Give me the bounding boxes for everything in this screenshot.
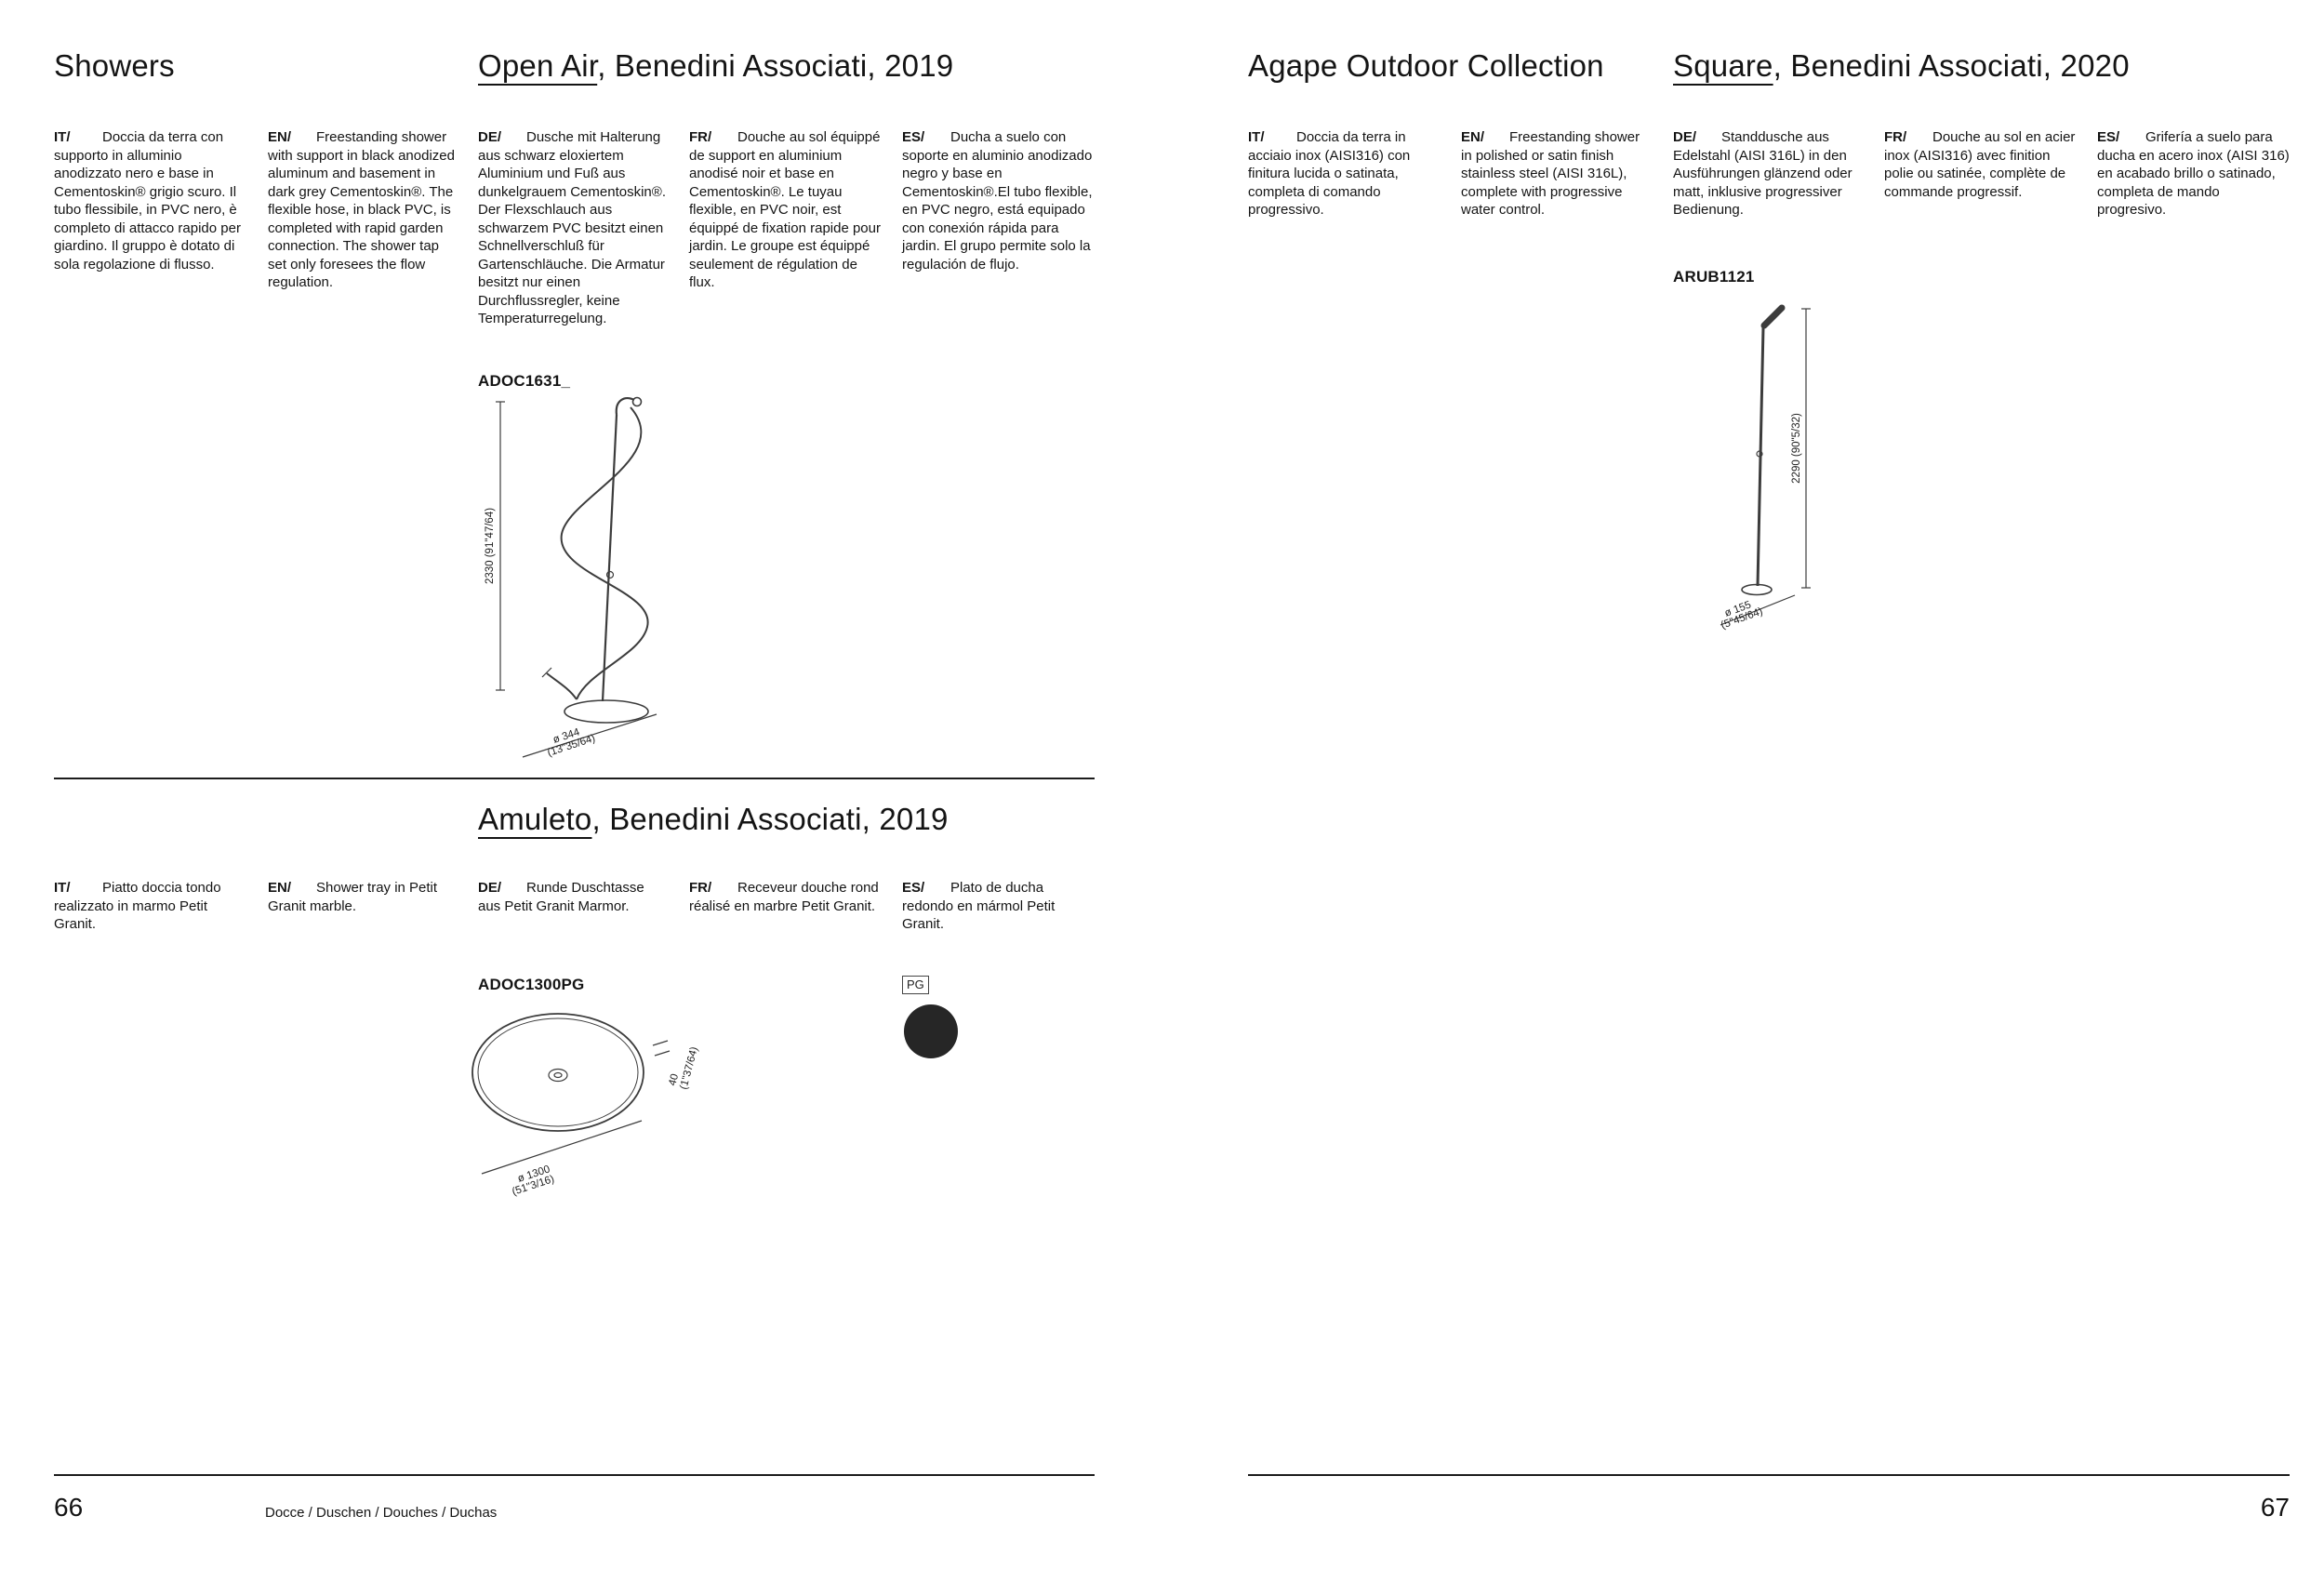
lang-label-es: ES/ xyxy=(2097,129,2120,145)
openair-shower-body xyxy=(541,396,649,724)
section-title-showers: Showers xyxy=(54,48,175,83)
desc-text-it: Doccia da terra in acciaio inox (AISI316… xyxy=(1248,129,1411,218)
lang-label-de: DE/ xyxy=(478,880,502,896)
lang-label-es: ES/ xyxy=(902,880,925,896)
square-dimension-diameter: ø 155 (5"45/64) xyxy=(1720,594,1796,632)
footer-caption: Docce / Duschen / Douches / Duchas xyxy=(265,1505,498,1521)
product-name-amuleto: Amuleto xyxy=(478,802,592,836)
section-title-outdoor-collection: Agape Outdoor Collection xyxy=(1248,48,1604,83)
desc-col-square-it: IT/Doccia da terra in acciaio inox (AISI… xyxy=(1248,128,1441,219)
amuleto-dimension-thickness: 40 (1"37/64) xyxy=(652,1040,700,1091)
product-code-square: ARUB1121 xyxy=(1673,268,1755,286)
desc-col-square-en: EN/Freestanding shower in polished or sa… xyxy=(1461,128,1653,219)
desc-text-de: Runde Duschtasse aus Petit Granit Marmor… xyxy=(478,880,644,914)
desc-text-it: Doccia da terra con supporto in allumini… xyxy=(54,129,241,273)
desc-text-es: Grifería a suelo para ducha en acero ino… xyxy=(2097,129,2290,218)
product-name-square: Square xyxy=(1673,48,1773,83)
product-code-open-air: ADOC1631_ xyxy=(478,372,571,390)
desc-text-fr: Douche au sol équippé de support en alum… xyxy=(689,129,881,290)
dim-text-openair-height: 2330 (91"47/64) xyxy=(485,508,496,584)
dim-text-amuleto-thickness: 40 xyxy=(667,1072,681,1086)
desc-text-es: Plato de ducha redondo en mármol Petit G… xyxy=(902,880,1056,932)
square-dimension-height: 2290 (90"5/32) xyxy=(1791,308,1811,589)
desc-col-amuleto-de: DE/Runde Duschtasse aus Petit Granit Mar… xyxy=(478,879,671,915)
section-divider xyxy=(54,778,1095,779)
desc-col-openair-de: DE/Dusche mit Halterung aus schwarz elox… xyxy=(478,128,671,328)
product-title-square: Square, Benedini Associati, 2020 xyxy=(1673,48,2130,84)
desc-text-de: Dusche mit Halterung aus schwarz eloxier… xyxy=(478,129,666,326)
amuleto-technical-drawing: 40 (1"37/64) ø 1300 (51"3/16) xyxy=(471,1013,700,1198)
desc-col-square-fr: FR/Douche au sol en acier inox (AISI316)… xyxy=(1884,128,2077,201)
openair-dimension-height: 2330 (91"47/64) xyxy=(485,401,505,691)
material-swatch-label: PG xyxy=(902,976,929,994)
desc-col-openair-it: IT/Doccia da terra con supporto in allum… xyxy=(54,128,246,273)
lang-label-en: EN/ xyxy=(268,129,292,145)
lang-label-de: DE/ xyxy=(1673,129,1697,145)
desc-text-en: Shower tray in Petit Granit marble. xyxy=(268,880,438,914)
desc-col-amuleto-es: ES/Plato de ducha redondo en mármol Peti… xyxy=(902,879,1095,934)
product-title-suffix-open-air: , Benedini Associati, 2019 xyxy=(597,48,954,83)
amuleto-dimension-diameter: ø 1300 (51"3/16) xyxy=(481,1120,643,1198)
product-title-amuleto: Amuleto, Benedini Associati, 2019 xyxy=(478,802,949,837)
lang-label-it: IT/ xyxy=(1248,129,1265,145)
openair-dimension-diameter: ø 344 (13"35/64) xyxy=(522,713,657,759)
product-code-amuleto: ADOC1300PG xyxy=(478,976,585,993)
square-shower-body xyxy=(1741,304,1786,596)
product-title-open-air: Open Air, Benedini Associati, 2019 xyxy=(478,48,953,84)
lang-label-fr: FR/ xyxy=(1884,129,1907,145)
desc-col-square-de: DE/Standdusche aus Edelstahl (AISI 316L)… xyxy=(1673,128,1866,219)
page-number-left: 66 xyxy=(54,1493,84,1522)
lang-label-it: IT/ xyxy=(54,129,71,145)
lang-label-de: DE/ xyxy=(478,129,502,145)
desc-text-fr: Receveur douche rond réalisé en marbre P… xyxy=(689,880,879,914)
product-title-suffix-square: , Benedini Associati, 2020 xyxy=(1773,48,2130,83)
desc-text-en: Freestanding shower in polished or satin… xyxy=(1461,129,1640,218)
open-air-technical-drawing: 2330 (91"47/64) ø 344 (13"35/64) xyxy=(485,396,657,759)
lang-label-en: EN/ xyxy=(1461,129,1485,145)
dim-text-amuleto-thickness2: (1"37/64) xyxy=(678,1045,700,1091)
footer-rule-right xyxy=(1248,1474,2290,1476)
lang-label-es: ES/ xyxy=(902,129,925,145)
desc-col-openair-en: EN/Freestanding shower with support in b… xyxy=(268,128,460,292)
desc-text-es: Ducha a suelo con soporte en aluminio an… xyxy=(902,129,1093,273)
desc-text-fr: Douche au sol en acier inox (AISI316) av… xyxy=(1884,129,2076,200)
desc-text-en: Freestanding shower with support in blac… xyxy=(268,129,455,290)
footer-rule-left xyxy=(54,1474,1095,1476)
lang-label-fr: FR/ xyxy=(689,129,712,145)
desc-text-de: Standdusche aus Edelstahl (AISI 316L) in… xyxy=(1673,129,1853,218)
desc-col-amuleto-it: IT/Piatto doccia tondo realizzato in mar… xyxy=(54,879,246,934)
petit-granit-swatch xyxy=(904,1004,958,1058)
square-technical-drawing: 2290 (90"5/32) ø 155 (5"45/64) xyxy=(1720,304,1811,632)
desc-col-amuleto-en: EN/Shower tray in Petit Granit marble. xyxy=(268,879,460,915)
lang-label-it: IT/ xyxy=(54,880,71,896)
lang-label-en: EN/ xyxy=(268,880,292,896)
page-number-right: 67 xyxy=(2260,1493,2290,1522)
desc-col-openair-es: ES/Ducha a suelo con soporte en aluminio… xyxy=(902,128,1095,273)
product-name-open-air: Open Air xyxy=(478,48,598,83)
lang-label-fr: FR/ xyxy=(689,880,712,896)
product-title-suffix-amuleto: , Benedini Associati, 2019 xyxy=(591,802,949,836)
amuleto-tray-body xyxy=(471,1013,644,1132)
dim-text-square-height: 2290 (90"5/32) xyxy=(1791,413,1802,484)
desc-col-amuleto-fr: FR/Receveur douche rond réalisé en marbr… xyxy=(689,879,882,915)
desc-col-square-es: ES/Grifería a suelo para ducha en acero … xyxy=(2097,128,2290,219)
desc-col-openair-fr: FR/Douche au sol équippé de support en a… xyxy=(689,128,882,292)
desc-text-it: Piatto doccia tondo realizzato in marmo … xyxy=(54,880,221,932)
